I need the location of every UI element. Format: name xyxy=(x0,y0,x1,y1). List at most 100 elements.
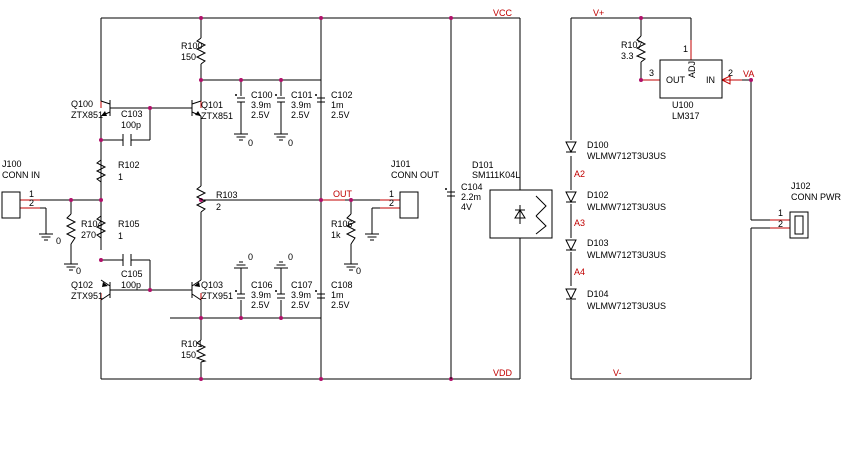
net-label-vplus: V+ xyxy=(593,8,604,18)
c106-value: 3.9m xyxy=(251,290,271,300)
connector-j101[interactable]: J101 CONN OUT 1 2 xyxy=(389,159,439,219)
led-d102[interactable]: D102 WLMW712T3U3US xyxy=(565,190,666,212)
c102-voltage: 2.5V xyxy=(331,110,350,120)
u100-pin-out: OUT xyxy=(666,75,686,85)
c100-voltage: 2.5V xyxy=(251,110,270,120)
net-label-vdd: VDD xyxy=(493,368,513,378)
j100-pin1: 1 xyxy=(29,189,34,199)
junction-dots xyxy=(69,16,753,381)
r101-ref: R101 xyxy=(181,339,203,349)
q101-ref: Q101 xyxy=(201,100,223,110)
c102-ref: C102 xyxy=(331,90,353,100)
transistor-q100[interactable]: Q100 ZTX851 xyxy=(71,99,111,124)
net-label-out: OUT xyxy=(333,189,353,199)
d101-ref: D101 xyxy=(472,160,494,170)
resistor-r100[interactable]: R100 150 xyxy=(181,37,207,65)
q100-value: ZTX851 xyxy=(71,110,103,120)
capacitor-c107[interactable]: C107 3.9m 2.5V 0 xyxy=(273,252,313,310)
r107-value: 3.3 xyxy=(621,51,634,61)
r106-ref: R106 xyxy=(331,219,353,229)
c108-voltage: 2.5V xyxy=(331,300,350,310)
ground-label: 0 xyxy=(288,252,293,262)
c105-value: 100p xyxy=(121,280,141,290)
ground-label: 0 xyxy=(356,266,361,276)
j102-pin2: 2 xyxy=(778,219,783,229)
capacitor-c100[interactable]: C100 3.9m 2.5V 0 xyxy=(233,90,273,148)
ground-label: 0 xyxy=(248,252,253,262)
transistor-q101[interactable]: Q101 ZTX851 xyxy=(170,100,233,124)
q103-ref: Q103 xyxy=(201,280,223,290)
regulator-u100[interactable]: OUT IN ADJ 1 2 3 U100 LM317 xyxy=(649,44,733,121)
resistor-r107[interactable]: R107 3.3 xyxy=(621,35,647,63)
q102-value: ZTX951 xyxy=(71,291,103,301)
transistor-q102[interactable]: Q102 ZTX951 xyxy=(71,279,111,301)
led-d103[interactable]: D103 WLMW712T3U3US xyxy=(565,238,666,260)
ground-label: 0 xyxy=(76,266,81,276)
r106-value: 1k xyxy=(331,230,341,240)
c101-voltage: 2.5V xyxy=(291,110,310,120)
j102-pin1: 1 xyxy=(778,208,783,218)
relay-d101[interactable]: D101 SM111K04L xyxy=(472,160,553,239)
capacitor-c101[interactable]: C101 3.9m 2.5V 0 xyxy=(273,90,313,148)
led-d100[interactable]: D100 WLMW712T3U3US xyxy=(565,140,666,161)
u100-value: LM317 xyxy=(672,111,700,121)
transistor-q103[interactable]: Q103 ZTX951 xyxy=(170,279,233,301)
capacitor-c108[interactable]: C108 1m 2.5V xyxy=(314,280,353,310)
d101-value: SM111K04L xyxy=(472,170,520,180)
capacitor-c103[interactable]: C103 100p xyxy=(121,109,143,146)
resistor-r105[interactable]: R105 1 xyxy=(95,215,140,250)
r107-ref: R107 xyxy=(621,40,643,50)
resistor-r106[interactable]: R106 1k xyxy=(331,213,357,245)
c101-value: 3.9m xyxy=(291,100,311,110)
capacitor-c106[interactable]: C106 3.9m 2.5V 0 xyxy=(233,252,273,310)
u100-ref: U100 xyxy=(672,100,694,110)
connector-j100[interactable]: J100 CONN IN 1 2 xyxy=(1,159,40,219)
capacitor-c104[interactable]: C104 2.2m 4V xyxy=(444,182,483,379)
c107-value: 3.9m xyxy=(291,290,311,300)
c103-value: 100p xyxy=(121,120,141,130)
j101-value: CONN OUT xyxy=(391,170,439,180)
j101-pin2: 2 xyxy=(389,198,394,208)
resistor-r101[interactable]: R101 150 xyxy=(181,339,207,363)
u100-pin-adj: ADJ xyxy=(687,61,697,78)
c104-ref: C104 xyxy=(461,182,483,192)
c101-ref: C101 xyxy=(291,90,313,100)
capacitor-c102[interactable]: C102 1m 2.5V xyxy=(314,90,353,120)
net-label-vcc: VCC xyxy=(493,8,513,18)
r100-ref: R100 xyxy=(181,41,203,51)
c107-ref: C107 xyxy=(291,280,313,290)
q102-ref: Q102 xyxy=(71,280,93,290)
capacitor-c105[interactable]: C105 100p xyxy=(121,254,143,290)
c103-ref: C103 xyxy=(121,109,143,119)
led-d104[interactable]: D104 WLMW712T3U3US xyxy=(565,288,666,311)
c107-voltage: 2.5V xyxy=(291,300,310,310)
r103-value: 2 xyxy=(216,202,221,212)
u100-pin-in: IN xyxy=(706,75,715,85)
r103-ref: R103 xyxy=(216,190,238,200)
q101-value: ZTX851 xyxy=(201,111,233,121)
resistor-r102[interactable]: R102 1 xyxy=(95,159,140,183)
resistor-r104[interactable]: R104 270 xyxy=(65,213,103,245)
u100-pin1: 1 xyxy=(683,44,688,54)
net-label-vminus: V- xyxy=(613,368,622,378)
net-label-a4: A4 xyxy=(574,267,585,277)
resistor-r103[interactable]: R103 2 xyxy=(195,185,238,213)
j101-ref: J101 xyxy=(391,159,411,169)
net-label-va: VA xyxy=(743,69,754,79)
c105-ref: C105 xyxy=(121,269,143,279)
connector-j102[interactable]: J102 CONN PWR 1 2 xyxy=(778,181,841,239)
r102-value: 1 xyxy=(118,172,123,182)
c108-ref: C108 xyxy=(331,280,353,290)
d100-ref: D100 xyxy=(587,140,609,150)
c104-value: 2.2m xyxy=(461,192,481,202)
net-label-a3: A3 xyxy=(574,218,585,228)
u100-pin2: 2 xyxy=(728,68,733,78)
c104-voltage: 4V xyxy=(461,202,472,212)
r105-ref: R105 xyxy=(118,219,140,229)
j102-ref: J102 xyxy=(791,181,811,191)
ground-label: 0 xyxy=(248,138,253,148)
q100-ref: Q100 xyxy=(71,99,93,109)
u100-pin3: 3 xyxy=(649,68,654,78)
j102-value: CONN PWR xyxy=(791,192,841,202)
